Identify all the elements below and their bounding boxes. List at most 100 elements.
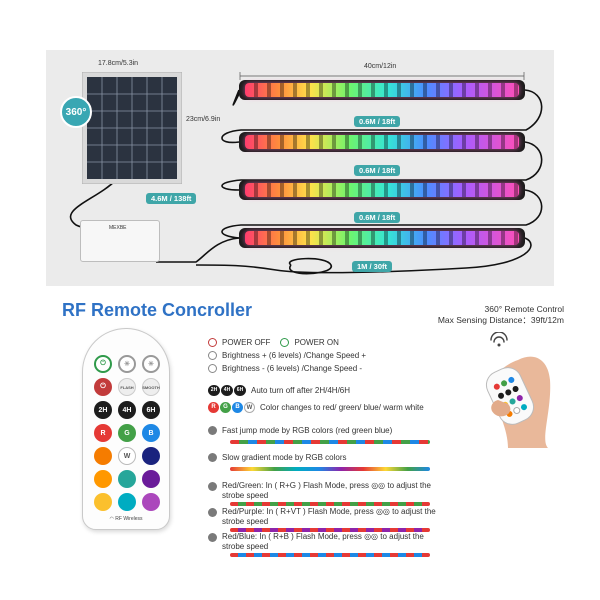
led-bar-3-glow bbox=[245, 183, 519, 197]
color-button-yellow bbox=[94, 493, 112, 511]
timer-6h-button: 6H bbox=[142, 401, 160, 419]
red-blue-icon bbox=[208, 533, 217, 542]
green-button: G bbox=[118, 424, 136, 442]
red-purple-line1-end: to adjust the bbox=[392, 507, 436, 516]
bar-dimension-line bbox=[239, 72, 525, 80]
bar-cable-tag-3: 0.6M / 18ft bbox=[354, 212, 401, 223]
red-purple-line1: Red/Purple: In ( R+VT ) Flash Mode, pres… bbox=[222, 507, 374, 516]
red-green-icon bbox=[208, 482, 217, 491]
red-purple-line2: strobe speed bbox=[222, 517, 269, 526]
color-change-label: Color changes to red/ green/ blue/ warm … bbox=[260, 403, 424, 412]
bar-cable-tag-2: 0.6M / 18ft bbox=[354, 165, 401, 176]
red-purple-row: Red/Purple: In ( R+VT ) Flash Mode, pres… bbox=[208, 507, 436, 527]
color-button-teal bbox=[118, 470, 136, 488]
smooth-button: SMOOTH bbox=[142, 378, 160, 396]
timer-2h-icon: 2H bbox=[208, 385, 220, 396]
fast-jump-label: Fast jump mode by RGB colors (red green … bbox=[222, 426, 393, 435]
speed-buttons-icon: ◎◎ bbox=[364, 532, 379, 541]
power-on-icon bbox=[280, 338, 290, 347]
remote-label-text: RF Wireless bbox=[115, 516, 143, 522]
power-off-label: POWER OFF bbox=[222, 338, 271, 347]
timer-2h-button: 2H bbox=[94, 401, 112, 419]
blue-button: B bbox=[142, 424, 160, 442]
slow-gradient-row: Slow gradient mode by RGB colors bbox=[208, 453, 347, 462]
fast-jump-row: Fast jump mode by RGB colors (red green … bbox=[208, 426, 392, 435]
color-button-cyan bbox=[118, 493, 136, 511]
slow-gradient-label: Slow gradient mode by RGB colors bbox=[222, 453, 347, 462]
power-on-button: ⏻ bbox=[94, 355, 112, 373]
solar-width-label: 17.8cm/5.3in bbox=[98, 60, 139, 67]
flash-button: FLASH bbox=[118, 378, 136, 396]
slow-gradient-icon bbox=[208, 453, 217, 462]
wifi-icon: ◠ bbox=[109, 516, 116, 522]
color-button-amber bbox=[94, 470, 112, 488]
brightness-up-row: Brightness + (6 levels) /Change Speed + bbox=[208, 351, 366, 360]
led-bar-1 bbox=[239, 80, 525, 100]
white-button: W bbox=[118, 447, 136, 465]
brightness-down-label: Brightness - (6 levels) /Change Speed - bbox=[222, 364, 363, 373]
brightness-up-button: ☀ bbox=[118, 355, 136, 373]
led-bar-3 bbox=[239, 180, 525, 200]
red-green-stripe bbox=[230, 502, 430, 506]
color-button-magenta bbox=[142, 493, 160, 511]
red-button: R bbox=[94, 424, 112, 442]
rotation-badge: 360° bbox=[60, 96, 92, 128]
red-blue-line1: Red/Blue: In ( R+B ) Flash Mode, press bbox=[222, 532, 362, 541]
controller-box-image: MEXBE bbox=[80, 220, 160, 262]
red-green-line1-end: to adjust the bbox=[387, 481, 431, 490]
slow-gradient-stripe bbox=[230, 467, 430, 471]
remote-control-image: ⏻ ☀ ☀ ⏻ FLASH SMOOTH 2H 4H 6H R G B W ◠ … bbox=[82, 328, 170, 530]
power-off-button: ⏻ bbox=[94, 378, 112, 396]
brightness-down-row: Brightness - (6 levels) /Change Speed - bbox=[208, 364, 362, 373]
power-off-icon bbox=[208, 338, 217, 347]
remote-label: ◠ RF Wireless bbox=[83, 516, 169, 522]
product-panel: 17.8cm/5.3in 23cm/6.9in 360° 4.6M / 138f… bbox=[46, 50, 554, 286]
red-icon: R bbox=[208, 402, 219, 413]
brightness-up-label: Brightness + (6 levels) /Change Speed + bbox=[222, 351, 367, 360]
led-bar-2 bbox=[239, 132, 525, 152]
red-green-line2: strobe speed bbox=[222, 491, 269, 500]
red-purple-stripe bbox=[230, 528, 430, 532]
timer-6h-icon: 6H bbox=[234, 385, 246, 396]
controller-brand: MEXBE bbox=[109, 225, 127, 231]
red-green-line1: Red/Green: In ( R+G ) Flash Mode, press bbox=[222, 481, 369, 490]
controller-cable-tag: 1M / 30ft bbox=[352, 261, 393, 272]
remote-section-title: RF Remote Concroller bbox=[62, 300, 253, 320]
auto-off-label: Auto turn off after 2H/4H/6H bbox=[251, 386, 351, 395]
green-icon: G bbox=[220, 402, 231, 413]
color-button-orange bbox=[94, 447, 112, 465]
color-button-navy bbox=[142, 447, 160, 465]
cable-wires bbox=[69, 89, 543, 275]
brightness-down-button: ☀ bbox=[142, 355, 160, 373]
remote-info-line-2: Max Sensing Distance：39ft/12m bbox=[437, 315, 564, 325]
red-blue-row: Red/Blue: In ( R+B ) Flash Mode, press ◎… bbox=[208, 532, 424, 552]
timer-4h-button: 4H bbox=[118, 401, 136, 419]
bar-length-label: 40cm/12in bbox=[364, 63, 397, 70]
signal-icon bbox=[490, 332, 508, 347]
red-blue-line1-end: to adjust the bbox=[380, 532, 424, 541]
white-icon: W bbox=[244, 402, 255, 413]
brightness-up-icon bbox=[208, 351, 217, 360]
timer-4h-icon: 4H bbox=[221, 385, 233, 396]
red-blue-stripe bbox=[230, 553, 430, 557]
speed-buttons-icon: ◎◎ bbox=[371, 481, 386, 490]
speed-buttons-icon: ◎◎ bbox=[375, 507, 390, 516]
led-bar-1-glow bbox=[245, 83, 519, 97]
led-bar-4-glow bbox=[245, 231, 519, 245]
power-on-label: POWER ON bbox=[294, 338, 339, 347]
remote-info: 360° Remote Control Max Sensing Distance… bbox=[438, 304, 564, 326]
led-bar-2-glow bbox=[245, 135, 519, 149]
color-change-row: R G B W Color changes to red/ green/ blu… bbox=[208, 402, 424, 413]
red-purple-icon bbox=[208, 508, 217, 517]
solar-height-label: 23cm/6.9in bbox=[186, 116, 221, 123]
fast-jump-stripe bbox=[230, 440, 430, 444]
led-bar-4 bbox=[239, 228, 525, 248]
red-green-row: Red/Green: In ( R+G ) Flash Mode, press … bbox=[208, 481, 431, 501]
color-button-purple bbox=[142, 470, 160, 488]
solar-panel-image bbox=[82, 72, 182, 184]
power-row: POWER OFF POWER ON bbox=[208, 338, 339, 347]
hand-holding-remote-image bbox=[485, 356, 551, 448]
bar-cable-tag-1: 0.6M / 18ft bbox=[354, 116, 401, 127]
red-blue-line2: strobe speed bbox=[222, 542, 269, 551]
auto-off-row: 2H 4H 6H Auto turn off after 2H/4H/6H bbox=[208, 385, 350, 396]
